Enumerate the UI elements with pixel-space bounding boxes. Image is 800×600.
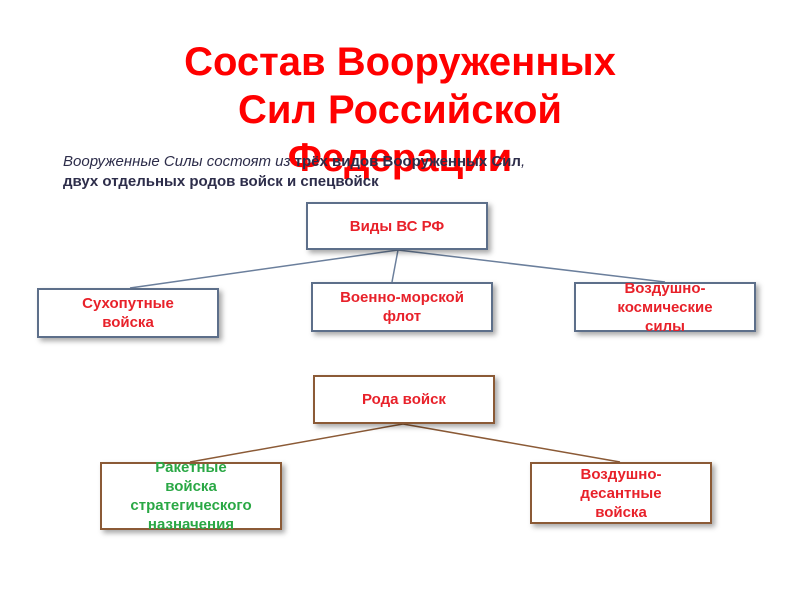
link-roda-vdv: [402, 423, 621, 463]
intro-part2: состоят из: [202, 153, 295, 170]
box-vks-label: Воздушно- космические силы: [617, 279, 713, 335]
box-voenno-morskoy-flot-label: Военно-морской флот: [340, 289, 464, 325]
box-vidy-vs-rf: Виды ВС РФ: [306, 202, 488, 250]
intro-text: Вооруженные Силы состоят из трёх видов В…: [63, 152, 723, 192]
intro-part4: ,: [520, 153, 526, 170]
box-sukhoputnye-voyska-label: Сухопутные войска: [82, 295, 174, 331]
box-roda-voysk-label: Рода войск: [362, 391, 446, 408]
box-voenno-morskoy-flot: Военно-морской флот: [311, 282, 493, 332]
box-vdv-label: Воздушно- десантные войска: [580, 465, 662, 521]
link-vidy-vmf: [391, 249, 399, 283]
slide-title: Состав Вооруженных Сил Российской Федера…: [0, 38, 800, 182]
box-rvsn: Ракетные войска стратегического назначен…: [100, 459, 282, 533]
intro-part3: трёх видов Вооруженных Сил: [294, 153, 521, 170]
box-vks: Воздушно- космические силы: [574, 280, 756, 335]
intro-part1: Вооруженные Силы: [63, 153, 203, 170]
link-roda-rvsn: [189, 423, 404, 463]
box-roda-voysk: Рода войск: [313, 375, 495, 424]
box-vdv: Воздушно- десантные войска: [530, 462, 712, 524]
title-text: Состав Вооруженных Сил Российской Федера…: [184, 40, 616, 180]
box-vidy-vs-rf-label: Виды ВС РФ: [349, 217, 445, 235]
link-vidy-sukhoputnye: [129, 249, 399, 289]
box-sukhoputnye-voyska: Сухопутные войска: [37, 288, 219, 338]
box-rvsn-label: Ракетные войска стратегического назначен…: [130, 459, 252, 533]
intro-part5: двух отдельных родов войск и спецвойск: [63, 173, 379, 190]
link-vidy-vks: [397, 249, 666, 283]
